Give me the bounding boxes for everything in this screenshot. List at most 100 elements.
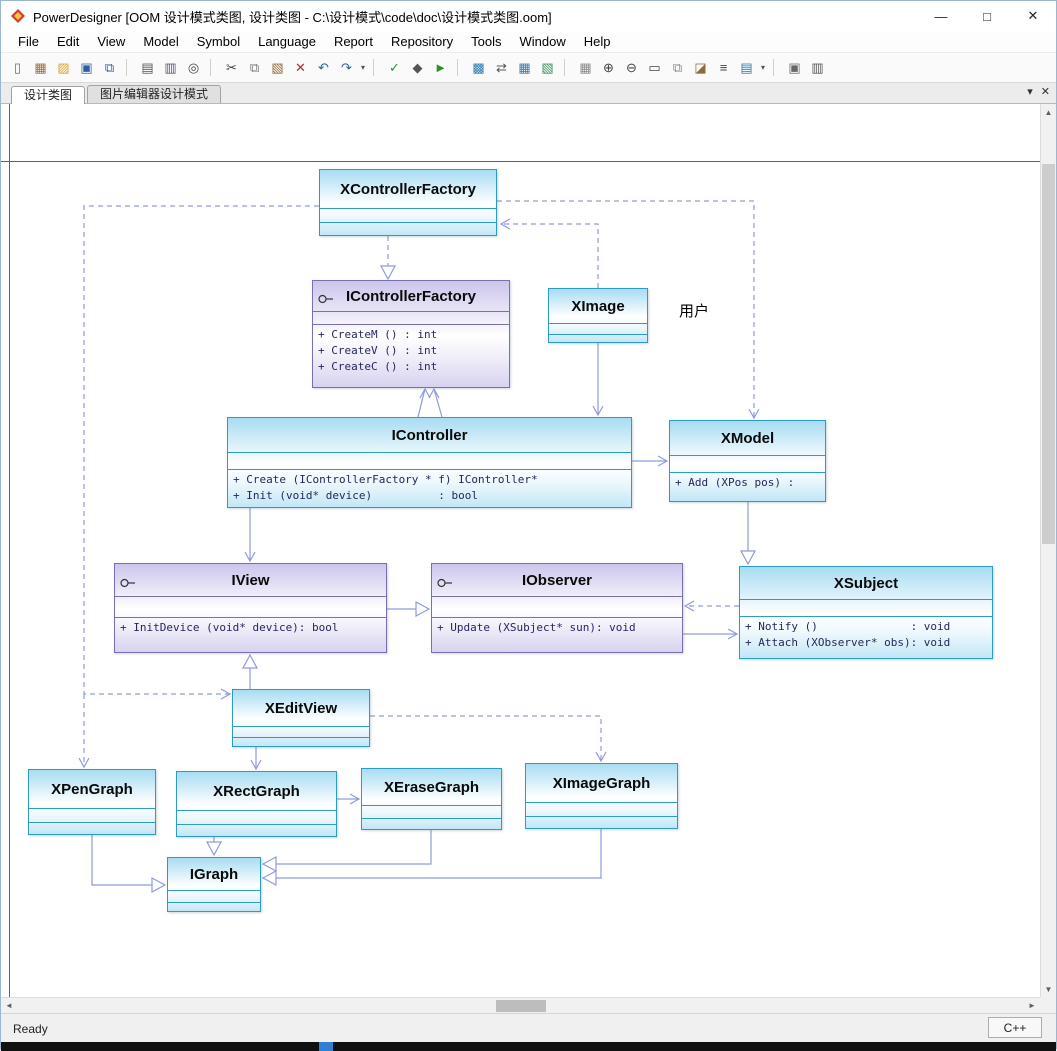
arrowhead-triangle <box>241 653 259 669</box>
class-title-compartment: IControllerFactory <box>313 281 509 311</box>
text-label[interactable]: 用户 <box>679 303 710 320</box>
class-XEraseGraph[interactable]: XEraseGraph <box>361 768 502 830</box>
pages-icon[interactable]: ⧉ <box>672 59 683 75</box>
class-IObserver[interactable]: IObserver+ Update (XSubject* sun): void <box>431 563 683 653</box>
menu-window[interactable]: Window <box>519 34 566 49</box>
zoom-out-icon[interactable]: ⊖ <box>626 59 637 75</box>
arrowhead-triangle <box>205 841 223 857</box>
class-XPenGraph[interactable]: XPenGraph <box>28 769 156 835</box>
align-icon[interactable]: ≡ <box>719 60 728 75</box>
scroll-up-icon[interactable]: ▲ <box>1044 107 1053 117</box>
close-view-icon[interactable]: ✕ <box>1040 86 1050 98</box>
attributes-compartment <box>320 208 496 222</box>
menu-repository[interactable]: Repository <box>390 34 454 49</box>
operations-compartment: + Add (XPos pos) : <box>670 472 825 501</box>
properties-icon[interactable]: ▣ <box>788 59 801 75</box>
operations-compartment <box>526 816 677 828</box>
redo-icon[interactable]: ↷ <box>341 59 352 75</box>
scroll-left-icon[interactable]: ◄ <box>5 1001 13 1010</box>
vertical-scroll-thumb[interactable] <box>1042 164 1055 544</box>
paste-icon[interactable]: ▧ <box>271 59 284 75</box>
save-icon[interactable]: ▣ <box>80 59 93 75</box>
window-controls: — □ ✕ <box>918 1 1056 31</box>
report-icon[interactable]: ▩ <box>472 59 485 75</box>
arrowhead-open <box>428 387 440 399</box>
scroll-down-icon[interactable]: ▼ <box>1044 984 1053 994</box>
maximize-button[interactable]: □ <box>983 8 991 24</box>
new-icon[interactable]: ▯ <box>13 59 22 75</box>
link-xpengraph-inherits-igraph[interactable] <box>91 835 165 886</box>
class-XRectGraph[interactable]: XRectGraph <box>176 771 337 837</box>
titlebar: PowerDesigner [OOM 设计模式类图, 设计类图 - C:\设计模… <box>1 1 1056 31</box>
symbol-format-icon[interactable]: ◪ <box>694 59 707 75</box>
arrowhead-open <box>499 218 511 230</box>
cut-icon[interactable]: ✂ <box>226 59 237 75</box>
window-list-icon[interactable]: ▤ <box>740 59 753 75</box>
open-workspace-icon[interactable]: ▦ <box>34 59 47 75</box>
tab-1[interactable]: 图片编辑器设计模式 <box>87 85 222 103</box>
class-XModel[interactable]: XModel+ Add (XPos pos) : <box>669 420 826 502</box>
link-xeditview-to-ximagegraph[interactable] <box>370 715 602 761</box>
attributes-compartment <box>313 311 509 324</box>
menu-tools[interactable]: Tools <box>471 34 502 49</box>
horizontal-scrollbar[interactable]: ◄ ► <box>1 997 1040 1013</box>
horizontal-scroll-thumb[interactable] <box>496 1000 546 1012</box>
repository-sync-icon[interactable]: ⇄ <box>496 59 507 75</box>
class-XEditView[interactable]: XEditView <box>232 689 370 747</box>
class-IGraph[interactable]: IGraph <box>167 857 261 912</box>
undo-icon[interactable]: ↶ <box>318 59 329 75</box>
menu-language[interactable]: Language <box>258 34 316 49</box>
dropdown-arrow-icon[interactable]: ▾ <box>360 63 365 72</box>
class-IView[interactable]: IView+ InitDevice (void* device): bool <box>114 563 387 653</box>
menu-view[interactable]: View <box>97 34 126 49</box>
menu-help[interactable]: Help <box>583 34 611 49</box>
class-name: XImage <box>571 297 625 315</box>
open-icon[interactable]: ▨ <box>57 59 70 75</box>
copy-icon[interactable]: ⧉ <box>249 59 260 75</box>
link-ximage-to-xcontrollerfactory[interactable] <box>501 223 599 288</box>
operation: + Add (XPos pos) : <box>675 476 801 489</box>
print-preview-icon[interactable]: ▥ <box>164 59 177 75</box>
class-IControllerFactory[interactable]: IControllerFactory+ CreateM () : int+ Cr… <box>312 280 510 388</box>
operation: + Create (IControllerFactory * f) IContr… <box>233 473 538 486</box>
interface-icon <box>120 575 136 588</box>
vertical-scrollbar[interactable]: ▲ ▼ <box>1040 104 1056 997</box>
dropdown-arrow-icon[interactable]: ▾ <box>760 63 765 72</box>
language-indicator[interactable]: C++ <box>988 1017 1042 1038</box>
class-IController[interactable]: IController+ Create (IControllerFactory … <box>227 417 632 508</box>
close-button[interactable]: ✕ <box>1027 8 1039 23</box>
save-all-icon[interactable]: ⧉ <box>104 59 115 75</box>
generate-icon[interactable]: ► <box>434 60 447 75</box>
full-page-icon[interactable]: ▭ <box>648 59 661 75</box>
tab-list-icon[interactable]: ▾ <box>1027 86 1033 98</box>
scroll-right-icon[interactable]: ► <box>1028 1001 1036 1010</box>
check-model-icon[interactable]: ✓ <box>389 59 400 75</box>
class-XSubject[interactable]: XSubject+ Notify () : void+ Attach (XObs… <box>739 566 993 659</box>
code-generate-icon[interactable]: ▧ <box>541 59 554 75</box>
class-name: IObserver <box>521 571 593 589</box>
print-icon[interactable]: ▤ <box>141 59 154 75</box>
link-icontroller-to-icontrollerfactory-2[interactable] <box>433 388 443 418</box>
menu-report[interactable]: Report <box>333 34 373 49</box>
print-page-icon[interactable]: ▥ <box>811 59 824 75</box>
grid-icon[interactable]: ▦ <box>579 59 592 75</box>
model-options-icon[interactable]: ◆ <box>412 59 423 75</box>
link-icontroller-to-icontrollerfactory-1[interactable] <box>417 388 426 418</box>
class-title-compartment: IGraph <box>168 858 260 890</box>
class-XImage[interactable]: XImage <box>548 288 648 343</box>
delete-icon[interactable]: ✕ <box>295 59 306 75</box>
database-icon[interactable]: ▦ <box>518 59 531 75</box>
zoom-in-icon[interactable]: ⊕ <box>603 59 614 75</box>
class-XImageGraph[interactable]: XImageGraph <box>525 763 678 829</box>
menu-edit[interactable]: Edit <box>56 34 80 49</box>
class-XControllerFactory[interactable]: XControllerFactory <box>319 169 497 236</box>
menu-symbol[interactable]: Symbol <box>196 34 241 49</box>
attributes-compartment <box>168 890 260 902</box>
tab-0[interactable]: 设计类图 <box>11 86 86 104</box>
menu-model[interactable]: Model <box>143 34 179 49</box>
menu-file[interactable]: File <box>18 34 39 49</box>
minimize-button[interactable]: — <box>934 8 948 24</box>
attributes-compartment <box>177 810 336 824</box>
find-icon[interactable]: ◎ <box>187 59 200 75</box>
